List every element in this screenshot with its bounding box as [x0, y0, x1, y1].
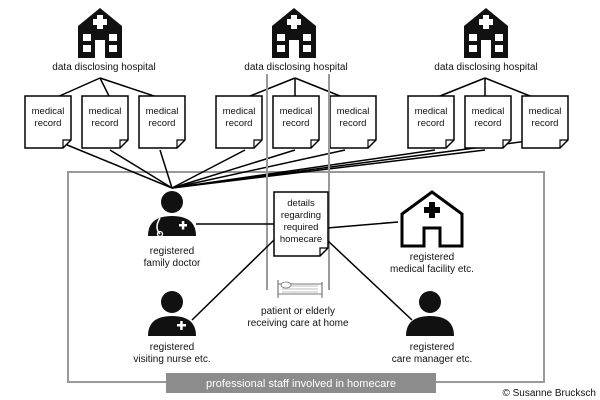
hospital-2: data disclosing hospital	[244, 8, 348, 73]
staff-band-label: professional staff involved in homecare	[206, 378, 396, 390]
hospital-icon	[272, 8, 316, 58]
hospital-label: data disclosing hospital	[244, 62, 347, 73]
medical-facility-line1: registered	[410, 252, 454, 263]
medical-records: medical record medical record medical re…	[24, 95, 569, 149]
record-line2: record	[35, 118, 62, 129]
record-line1: medical	[337, 106, 370, 117]
patient: patient or elderly receiving care at hom…	[247, 280, 349, 329]
hospital-connectors	[54, 77, 536, 99]
visiting-nurse-line2: visiting nurse etc.	[133, 354, 210, 365]
record-line2: record	[340, 118, 367, 129]
role-connectors	[191, 221, 413, 321]
hospital-1: data disclosing hospital	[52, 8, 156, 73]
doc-line3: required	[284, 222, 319, 233]
record-line1: medical	[146, 106, 179, 117]
visiting-nurse-line1: registered	[150, 342, 194, 353]
doc-line4: homecare	[280, 234, 322, 245]
medical-record: medical record	[521, 95, 569, 149]
medical-record: medical record	[464, 95, 512, 149]
doctor-icon	[148, 191, 196, 238]
medical-facility: registered medical facility etc.	[390, 190, 474, 275]
care-manager: registered care manager etc.	[392, 291, 473, 365]
medical-record: medical record	[215, 95, 263, 149]
record-line1: medical	[223, 106, 256, 117]
visiting-nurse: registered visiting nurse etc.	[133, 291, 211, 365]
bed-icon	[277, 280, 323, 298]
record-line1: medical	[280, 106, 313, 117]
family-doctor: registered family doctor	[144, 191, 201, 269]
doc-line1: details	[287, 198, 315, 209]
medical-record: medical record	[138, 95, 186, 149]
document-icon	[273, 191, 329, 257]
document-icon	[521, 95, 569, 149]
document-icon	[81, 95, 129, 149]
record-line1: medical	[415, 106, 448, 117]
care-manager-icon	[406, 291, 454, 336]
hospital-3: data disclosing hospital	[434, 8, 538, 73]
hospital-label: data disclosing hospital	[52, 62, 155, 73]
document-icon	[407, 95, 455, 149]
record-line2: record	[475, 118, 502, 129]
family-doctor-line2: family doctor	[144, 258, 201, 269]
record-line1: medical	[472, 106, 505, 117]
record-line1: medical	[32, 106, 65, 117]
hospital-icon	[464, 8, 508, 58]
medical-record: medical record	[24, 95, 72, 149]
doc-line2: regarding	[281, 210, 321, 221]
medical-record: medical record	[329, 95, 377, 149]
medical-facility-line2: medical facility etc.	[390, 264, 474, 275]
medical-record: medical record	[272, 95, 320, 149]
record-line2: record	[532, 118, 559, 129]
patient-line1: patient or elderly	[261, 306, 335, 317]
record-line2: record	[149, 118, 176, 129]
record-line2: record	[418, 118, 445, 129]
staff-band	[166, 373, 436, 393]
hospital-label: data disclosing hospital	[434, 62, 537, 73]
nurse-icon	[148, 291, 196, 336]
patient-channel	[266, 74, 330, 290]
record-line1: medical	[89, 106, 122, 117]
document-icon	[215, 95, 263, 149]
medical-facility-icon	[400, 190, 464, 248]
homecare-details-document: details regarding required homecare	[273, 191, 329, 257]
hospital-icon	[78, 8, 122, 58]
care-manager-line2: care manager etc.	[392, 354, 473, 365]
family-doctor-line1: registered	[150, 246, 194, 257]
document-icon	[272, 95, 320, 149]
record-line1: medical	[529, 106, 562, 117]
document-icon	[138, 95, 186, 149]
copyright: © Susanne Brucksch	[502, 388, 596, 399]
medical-record: medical record	[407, 95, 455, 149]
document-icon	[464, 95, 512, 149]
medical-record: medical record	[81, 95, 129, 149]
record-line2: record	[92, 118, 119, 129]
care-manager-line1: registered	[410, 342, 454, 353]
document-icon	[24, 95, 72, 149]
patient-line2: receiving care at home	[247, 318, 349, 329]
record-line2: record	[283, 118, 310, 129]
record-line2: record	[226, 118, 253, 129]
